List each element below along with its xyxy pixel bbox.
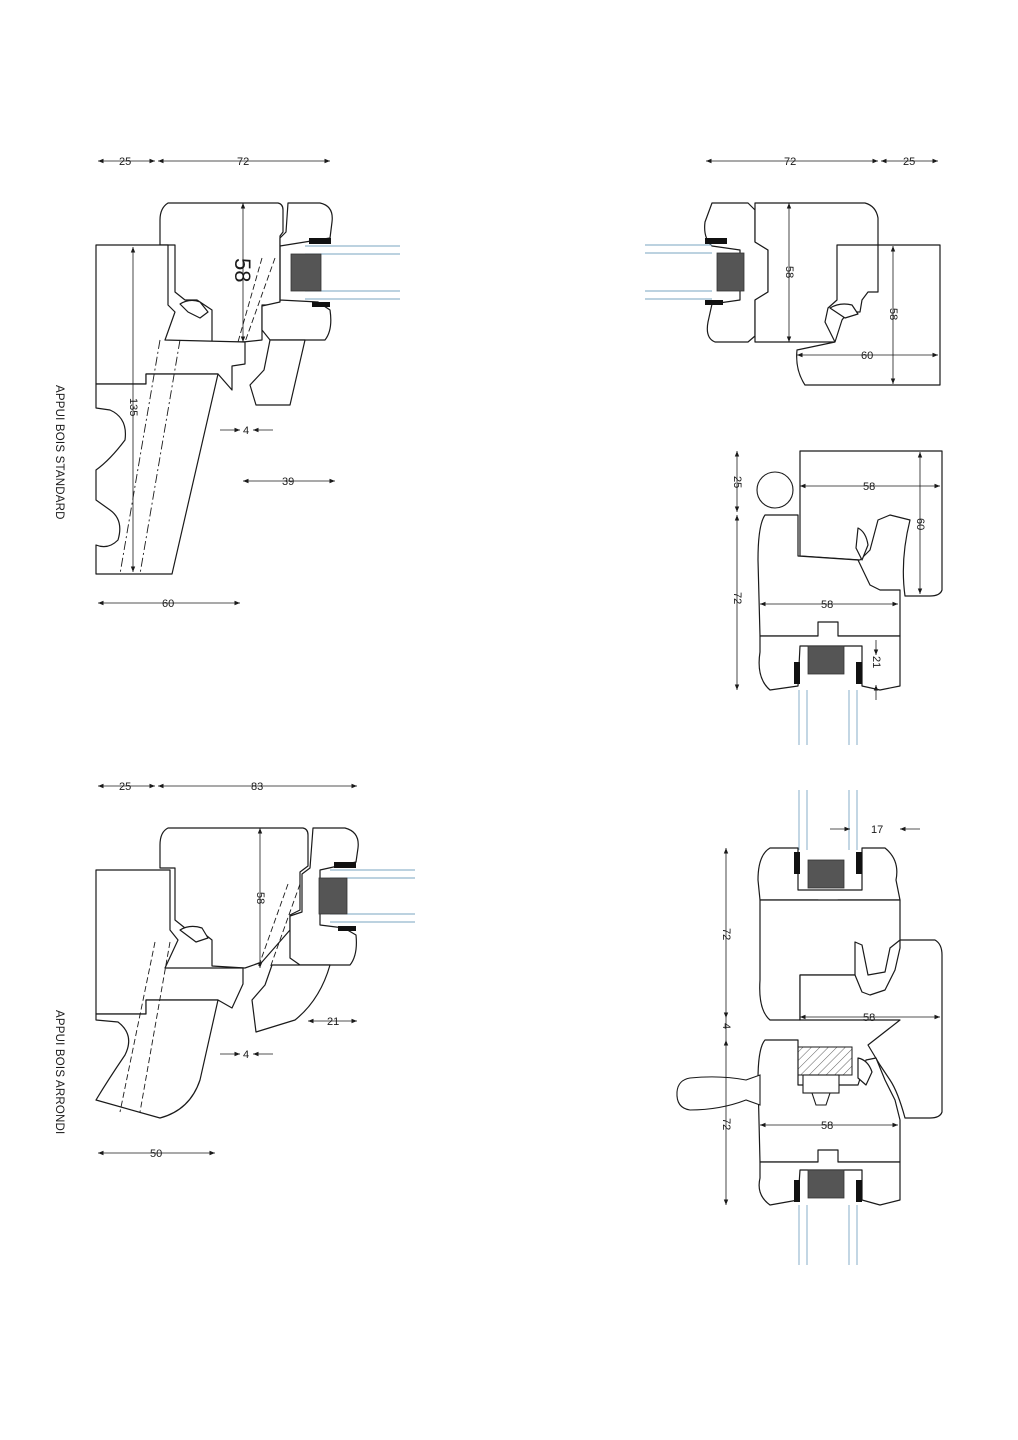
dim-label: 58 (254, 892, 266, 904)
detail-head: 25 58 60 72 58 21 (731, 450, 943, 745)
dim-label: 58 (863, 481, 875, 493)
dim-label: 4 (243, 425, 249, 437)
dashed-element (269, 883, 301, 969)
detail-appui-bois-arrondi: 25 83 58 21 4 50 APPUI BOIS ARRONDI (53, 781, 415, 1160)
detail-meeting-rail: 17 72 58 4 72 58 (676, 790, 943, 1265)
dashed-element (244, 257, 276, 343)
hw-element (802, 1074, 840, 1094)
seal-element (338, 926, 356, 931)
dim-label: 50 (150, 1148, 162, 1160)
dim-label: 60 (162, 598, 174, 610)
frame-profile (754, 202, 879, 343)
dim-label-large: 58 (230, 258, 255, 282)
drip-profile (249, 339, 306, 406)
seal-element (794, 662, 800, 684)
dim-label: 72 (720, 1118, 732, 1130)
dim-label: 60 (861, 350, 873, 362)
dim-label: 58 (887, 308, 899, 320)
dim-label: 21 (870, 656, 882, 668)
dim-label: 83 (251, 781, 263, 793)
dim-label: 72 (237, 156, 249, 168)
dim-label: 58 (863, 1012, 875, 1024)
hw-element (811, 1092, 831, 1106)
drip-profile (251, 964, 331, 1033)
gasket-element (807, 645, 845, 675)
dim-label: 17 (871, 824, 883, 836)
detail-appui-bois-standard: 25 72 58 135 4 39 (53, 156, 400, 610)
dim-label: 21 (327, 1016, 339, 1028)
dim-label: 72 (720, 928, 732, 940)
ol-element (857, 1057, 873, 1086)
dashdot-element (119, 339, 161, 575)
section-title-standard: APPUI BOIS STANDARD (53, 385, 65, 520)
ol-element (179, 925, 209, 943)
ol-element (855, 527, 869, 561)
ol-element (829, 303, 859, 319)
seal-element (334, 862, 356, 868)
glazing-bead (290, 253, 322, 292)
window-handle (676, 1074, 761, 1111)
section-title-arrondi: APPUI BOIS ARRONDI (53, 1010, 65, 1134)
dim-label: 72 (784, 156, 796, 168)
sill-lower-rounded (95, 999, 219, 1119)
seal-element (856, 1180, 862, 1202)
dim-label: 72 (731, 592, 743, 604)
detail-jamb-right: 72 25 58 58 60 (645, 156, 941, 386)
seal-element (705, 300, 723, 305)
dashed-element (257, 883, 289, 969)
dim-label: 39 (282, 476, 294, 488)
seal-element (856, 852, 862, 874)
dim-label: 58 (821, 1120, 833, 1132)
gasket-element (807, 859, 845, 889)
seal-element (705, 238, 727, 244)
wall-jamb (796, 244, 941, 386)
gasket-element (318, 877, 348, 915)
dim-label: 25 (119, 156, 131, 168)
dim-label: 135 (127, 398, 139, 416)
dim-label: 25 (903, 156, 915, 168)
gasket-element (807, 1169, 845, 1199)
dim-label: 4 (720, 1023, 732, 1029)
dim-label: 4 (243, 1049, 249, 1061)
transom-profile (799, 939, 943, 1119)
middle-frame-profile (759, 899, 901, 1021)
hardware-block (797, 1046, 853, 1076)
dim-label: 25 (731, 476, 743, 488)
frame-profile (159, 827, 309, 969)
glass-seal-top (309, 238, 331, 244)
sill-lower (95, 373, 219, 575)
dim-label: 25 (119, 781, 131, 793)
gasket-element (716, 252, 745, 292)
weatherstrip (179, 299, 209, 319)
seal-element (794, 852, 800, 874)
dim-label: 60 (914, 518, 926, 530)
seal-element (856, 662, 862, 684)
dashdot-element (139, 339, 181, 575)
seal-element (794, 1180, 800, 1202)
dashed-element (119, 941, 156, 1113)
dashed-element (139, 941, 171, 1113)
dim-label: 58 (783, 266, 795, 278)
dim-label: 58 (821, 599, 833, 611)
glass-seal-bottom (312, 302, 330, 307)
hinge-knob (756, 471, 794, 509)
